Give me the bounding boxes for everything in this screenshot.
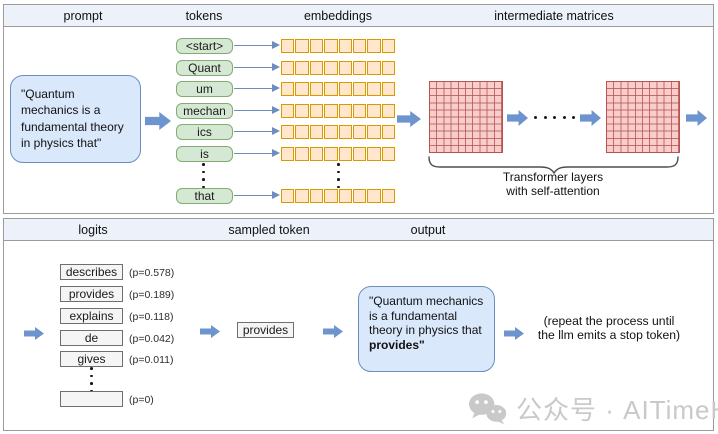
output-box: "Quantum mechanics is a fundamental theo… <box>358 286 495 372</box>
logit-probability: (p=0.042) <box>129 333 175 345</box>
curly-brace-icon <box>428 156 679 175</box>
embedding-row <box>281 125 396 139</box>
token-box: ics <box>176 124 233 140</box>
logit-box: de <box>60 330 123 346</box>
watermark-label: 公众号 · AITimeHub <box>516 395 718 425</box>
token-arrow-icon <box>234 149 280 158</box>
logit-box-empty <box>60 391 123 407</box>
token-box: that <box>176 188 233 204</box>
bottom-panel-header: logits sampled token output <box>4 219 713 241</box>
intermediate-matrix <box>429 81 503 153</box>
logit-probability: (p=0.578) <box>129 267 175 279</box>
token-arrow-icon <box>234 63 280 72</box>
token-box: mechan <box>176 103 233 119</box>
embedding-row <box>281 39 396 53</box>
token-box: Quant <box>176 60 233 76</box>
token-arrow-icon <box>234 41 280 50</box>
transformer-ellipsis-dots <box>534 116 575 119</box>
token-box: <start> <box>176 38 233 54</box>
token-arrow-icon <box>234 191 280 200</box>
logit-probability: (p=0.118) <box>129 311 174 323</box>
output-text-bold: provides" <box>369 337 425 352</box>
repeat-note-line1: (repeat the process until <box>543 314 675 328</box>
logit-probability: (p=0) <box>129 394 154 406</box>
token-ellipsis-dots <box>202 163 205 189</box>
embedding-ellipsis-dots <box>337 163 340 189</box>
logit-box: gives <box>60 351 123 367</box>
logit-box: describes <box>60 264 123 280</box>
token-box: is <box>176 146 233 162</box>
embedding-row <box>281 61 396 75</box>
top-panel-header: prompt tokens embeddings intermediate ma… <box>4 5 713 27</box>
logit-probability: (p=0.011) <box>129 354 174 366</box>
header-embeddings: embeddings <box>303 8 373 23</box>
header-sampled-token: sampled token <box>228 222 310 237</box>
header-intermediate-matrices: intermediate matrices <box>494 8 614 23</box>
embedding-row <box>281 147 396 161</box>
logit-box: explains <box>60 308 123 324</box>
header-logits: logits <box>78 222 108 237</box>
logit-box: provides <box>60 286 123 302</box>
embedding-row <box>281 189 396 203</box>
repeat-note: (repeat the process until the llm emits … <box>523 314 695 343</box>
transformer-caption-line2: with self-attention <box>506 183 600 198</box>
logits-ellipsis-dots <box>90 367 93 393</box>
sampled-token-box: provides <box>237 322 294 338</box>
header-tokens: tokens <box>185 8 223 23</box>
header-output: output <box>410 222 446 237</box>
watermark: 公众号 · AITimeHub <box>468 390 718 427</box>
logit-probability: (p=0.189) <box>129 289 175 301</box>
repeat-note-line2: the llm emits a stop token) <box>537 327 681 342</box>
transformer-caption: Transformer layers with self-attention <box>453 170 653 198</box>
token-arrow-icon <box>234 84 280 93</box>
header-prompt: prompt <box>63 8 103 23</box>
transformer-caption-line1: Transformer layers <box>502 170 604 184</box>
token-arrow-icon <box>234 127 280 136</box>
token-box: um <box>176 81 233 97</box>
wechat-icon <box>468 393 507 425</box>
embedding-row <box>281 104 396 118</box>
output-text: "Quantum mechanics is a fundamental theo… <box>369 294 484 338</box>
prompt-box: "Quantum mechanics is a fundamental theo… <box>10 75 141 163</box>
token-arrow-icon <box>234 106 280 115</box>
intermediate-matrix <box>606 81 680 153</box>
embedding-row <box>281 82 396 96</box>
